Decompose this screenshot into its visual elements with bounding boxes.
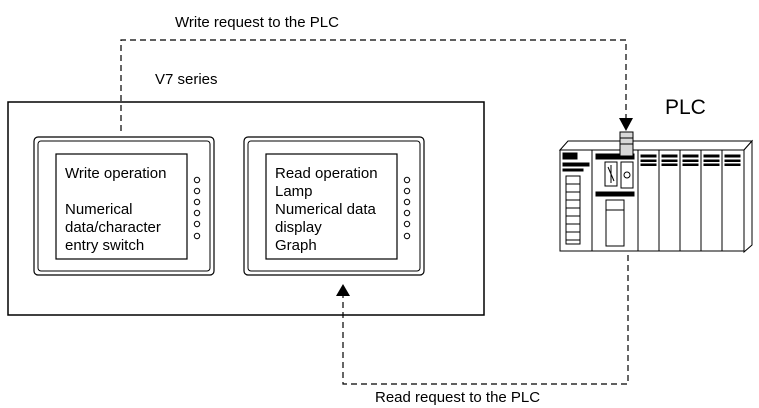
hmi-panel-write: Write operation Numerical data/character… — [33, 136, 215, 276]
plc-power-module — [559, 149, 593, 252]
plc-cpu-module — [591, 149, 639, 252]
panel-buttons-left — [193, 176, 201, 240]
panel-right-line: display — [275, 219, 322, 236]
v7-series-frame — [7, 101, 485, 316]
read-request-path — [342, 215, 629, 385]
panel-right-line: Numerical data — [275, 201, 377, 218]
write-request-path — [120, 39, 627, 131]
panel-left-line: data/character — [65, 219, 161, 236]
plc-io-module — [637, 149, 660, 252]
write-request-arrowhead — [619, 118, 633, 131]
panel-left-line: entry switch — [65, 237, 144, 254]
plc-io-module — [721, 149, 745, 252]
panel-left-line: Write operation — [65, 165, 166, 182]
hmi-panel-read: Read operation Lamp Numerical data displ… — [243, 136, 425, 276]
panel-left-text: Write operation Numerical data/character… — [65, 165, 171, 254]
plc-rack — [558, 131, 754, 254]
v7-series-label: V7 series — [155, 71, 218, 88]
read-request-label: Read request to the PLC — [375, 389, 540, 406]
plc-connector — [619, 131, 634, 157]
panel-right-line: Read operation — [275, 165, 378, 182]
plc-label: PLC — [665, 96, 706, 119]
plc-io-module — [679, 149, 702, 252]
write-request-label: Write request to the PLC — [175, 14, 339, 31]
panel-right-line: Graph — [275, 237, 317, 254]
panel-buttons-right — [403, 176, 411, 240]
panel-right-text: Read operation Lamp Numerical data displ… — [275, 165, 382, 254]
read-request-arrowhead — [336, 284, 350, 296]
plc-io-module — [658, 149, 681, 252]
panel-left-line: Numerical — [65, 201, 133, 218]
panel-right-line: Lamp — [275, 183, 313, 200]
plc-io-module — [700, 149, 723, 252]
